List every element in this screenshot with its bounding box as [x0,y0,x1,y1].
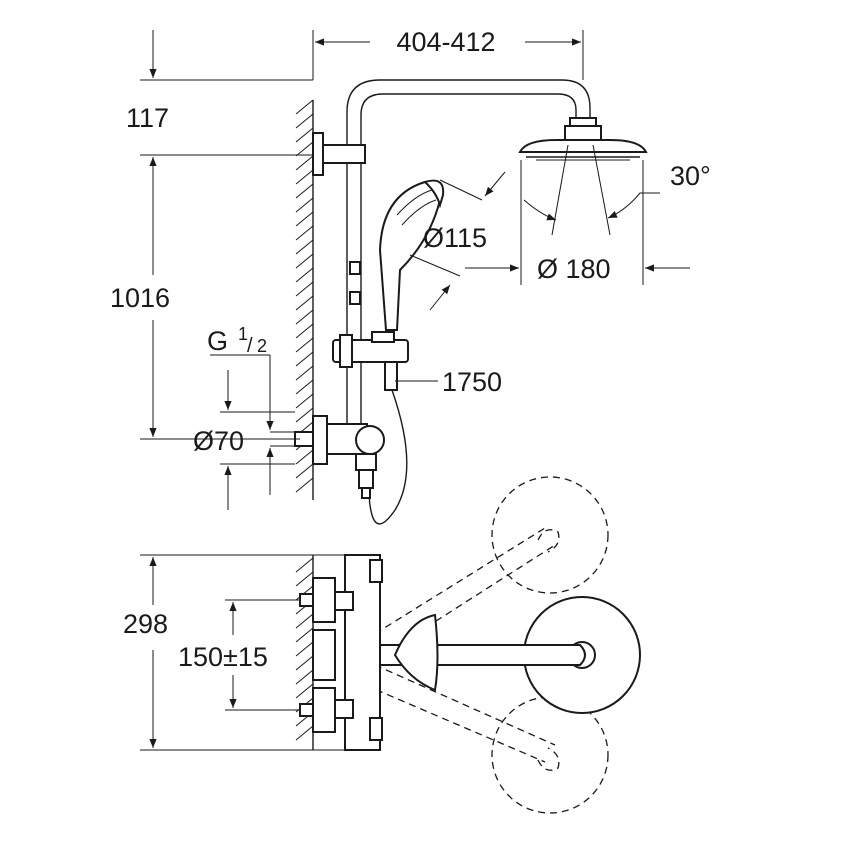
label-tilt-angle: 30° [670,161,711,191]
label-outlet-diameter: Ø70 [193,426,244,456]
label-thread-g: G [207,326,228,356]
shower-column [210,79,690,525]
label-thread-slash: / [247,335,253,357]
wall-hatch-line [295,393,314,409]
wall-hatch-line [295,295,314,311]
wall-hatch-line [295,225,314,241]
wall-hatch-line [295,669,314,685]
wall-hatch-line [295,127,314,143]
label-plan-depth: 298 [123,609,168,639]
label-height: 1016 [110,283,170,313]
label-centre-distance: 150±15 [178,642,268,672]
wall-hatch-line [295,141,314,157]
labels: 404-412 117 1016 G 1 / 2 Ø70 Ø115 Ø 180 … [110,27,711,672]
wall-hatch-line [295,379,314,395]
wall-hatch-line [295,183,314,199]
wall-hatch-line [295,323,314,339]
wall-hatch-line [295,211,314,227]
label-top-width: 404-412 [396,27,495,57]
label-thread-den: 2 [257,336,267,356]
wall-hatch-line [295,655,314,671]
wall-hatch-line [295,197,314,213]
wall-hatch-line [295,281,314,297]
wall-hatch-line [295,169,314,185]
wall-hatch-line [295,99,314,115]
wall-hatch-line [295,641,314,657]
wall-hatch-line [295,557,314,573]
wall-hatch-line [295,449,314,465]
wall-hatch-line [295,613,314,629]
wall-hatch-line [295,253,314,269]
wall-hatch-line [295,351,314,367]
wall-hatch-line [295,267,314,283]
label-hand-shower-diameter: Ø115 [423,223,487,253]
label-head-shower-diameter: Ø 180 [537,254,611,284]
wall-hatch-line [295,477,314,493]
plan-view [140,476,641,814]
label-top-offset: 117 [126,103,169,133]
wall-hatch-line [295,627,314,643]
label-hose-length: 1750 [442,367,502,397]
wall-hatch-line [295,309,314,325]
label-thread-num: 1 [238,324,248,344]
wall-hatch-line [295,365,314,381]
wall-hatch-line [295,463,314,479]
wall-hatch-line [295,725,314,741]
wall-hatch-line [295,239,314,255]
wall-hatch-line [295,407,314,423]
wall-hatch-line [295,571,314,587]
wall-hatch-line [295,113,314,129]
wall-hatch-line [295,155,314,171]
hand-shower [378,171,506,331]
wall-hatch-line [295,337,314,353]
wall-hatch-line [295,683,314,699]
dimension-lines [140,30,584,440]
